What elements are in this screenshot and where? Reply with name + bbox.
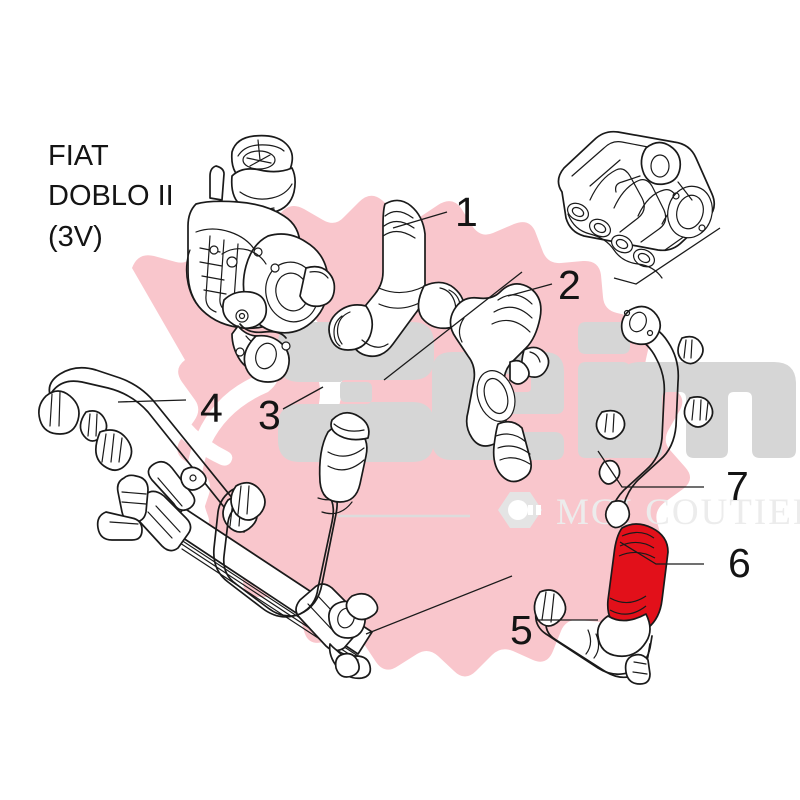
title-line-make: FIAT bbox=[48, 140, 109, 172]
leader-hose1-to-turbo bbox=[383, 271, 523, 381]
callout-leader-lines bbox=[117, 211, 721, 635]
mgi-coutier-watermark-text: MGI COUTIER bbox=[556, 492, 800, 533]
charge-hose-6-highlighted bbox=[596, 523, 669, 658]
pipe-7 bbox=[595, 305, 714, 529]
leader-intercooler-to-tube5 bbox=[365, 575, 513, 635]
leader-manifold-to-pipe7 bbox=[613, 227, 721, 285]
leader-2 bbox=[507, 283, 553, 297]
title-line-model: DOBLO II bbox=[48, 180, 174, 213]
charge-hose-2 bbox=[449, 283, 550, 483]
title-line-variant: (3V) bbox=[48, 220, 103, 253]
turbocharger-assembly bbox=[185, 134, 336, 383]
callout-label-2[interactable]: 2 bbox=[558, 262, 581, 308]
leader-7 bbox=[597, 450, 704, 488]
mgi-hexagon-logo-icon bbox=[498, 492, 542, 528]
callout-label-4[interactable]: 4 bbox=[200, 385, 223, 431]
leader-6 bbox=[619, 541, 704, 565]
charge-hose-3 bbox=[212, 411, 370, 618]
leader-1 bbox=[392, 211, 448, 229]
charge-hose-1 bbox=[328, 199, 466, 358]
charge-tube-5 bbox=[533, 589, 653, 685]
callout-label-1[interactable]: 1 bbox=[455, 189, 478, 235]
callout-label-6[interactable]: 6 bbox=[728, 540, 751, 586]
callout-label-5[interactable]: 5 bbox=[510, 607, 533, 653]
callout-label-3[interactable]: 3 bbox=[258, 392, 281, 438]
leader-3 bbox=[282, 386, 324, 410]
leader-4 bbox=[117, 399, 187, 403]
intake-manifold bbox=[557, 130, 716, 279]
vehicle-title-block: FIAT DOBLO II (3V) bbox=[48, 136, 174, 257]
intercooler-core bbox=[96, 460, 379, 680]
callout-label-7[interactable]: 7 bbox=[726, 463, 749, 509]
